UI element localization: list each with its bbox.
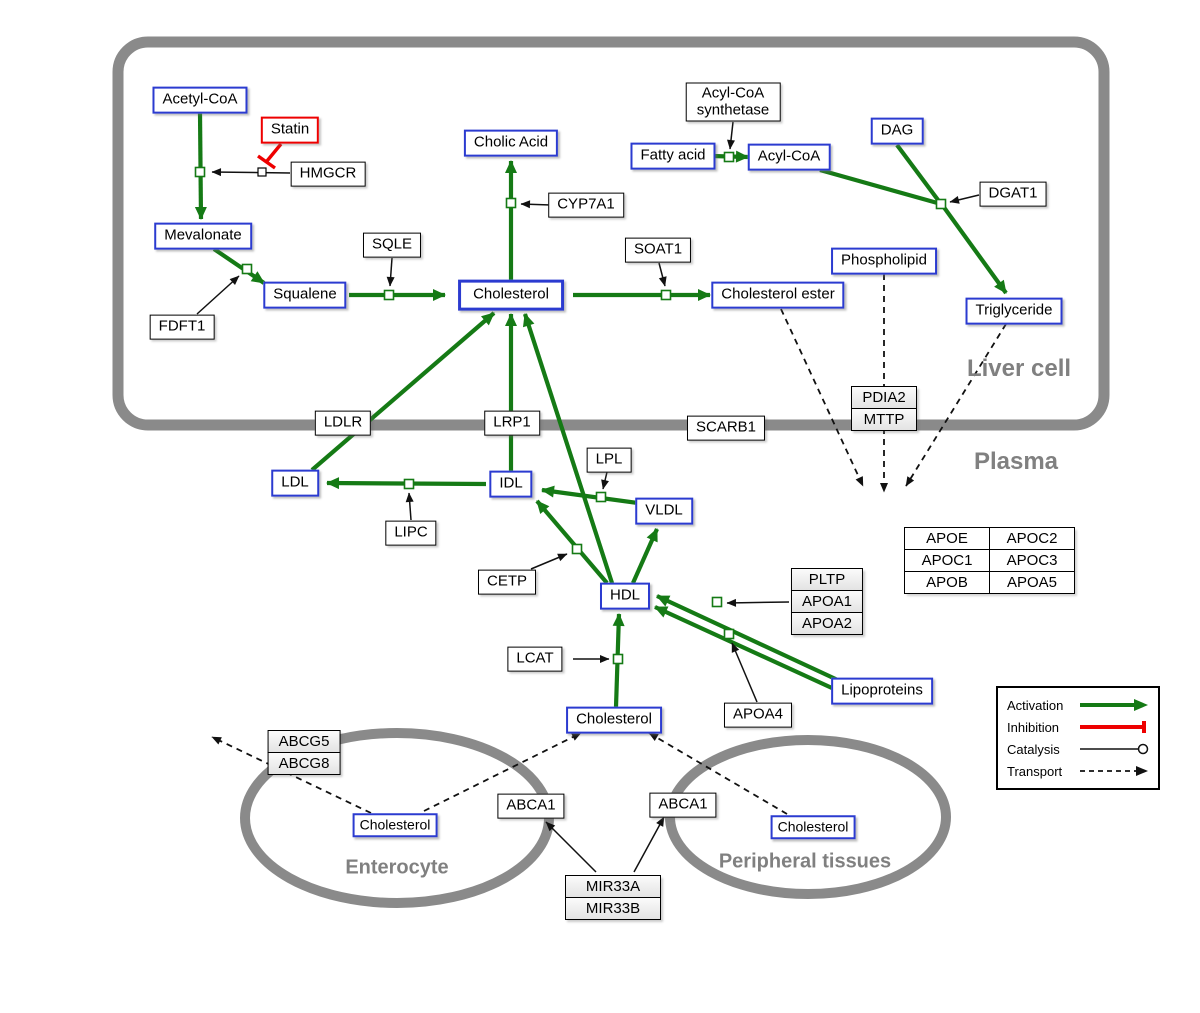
node-pltp[interactable]: PLTP [790,568,864,591]
node-apoa5[interactable]: APOA5 [989,571,1075,594]
node-cholesterol-peripheral[interactable]: Cholesterol [770,815,856,839]
node-scarb1[interactable]: SCARB1 [686,415,766,441]
node-apoa2[interactable]: APOA2 [790,612,864,635]
inhibition-tbar-icon [1080,721,1146,733]
node-abca1-peripheral[interactable]: ABCA1 [649,792,717,818]
node-statin[interactable]: Statin [260,116,320,144]
enterocyte-label: Enterocyte [345,856,449,879]
catalysis-circle-icon [1080,743,1149,755]
node-dgat1[interactable]: DGAT1 [979,181,1047,207]
node-idl[interactable]: IDL [489,470,533,498]
node-mir33b[interactable]: MIR33B [565,897,661,920]
legend-row-transport: Transport [1007,761,1150,781]
node-abca1-enterocyte[interactable]: ABCA1 [497,793,565,819]
node-fdft1[interactable]: FDFT1 [149,314,215,340]
node-lpl[interactable]: LPL [586,447,632,473]
node-phospholipid[interactable]: Phospholipid [831,247,937,275]
node-lcat[interactable]: LCAT [507,646,563,672]
acyl-coa-synthetase-line1: Acyl-CoA [701,84,765,102]
legend-activation-label: Activation [1007,697,1064,713]
legend-inhibition-label: Inhibition [1007,719,1060,735]
legend: Activation Inhibition Catalysis Transpor… [996,686,1160,790]
node-lipoproteins[interactable]: Lipoproteins [831,677,933,705]
liver-cell-membrane [112,36,1110,431]
reaction-anchors [194,151,947,665]
node-group-abcg5-abcg8: ABCG5 ABCG8 [267,730,341,775]
peripheral-tissues-label: Peripheral tissues [718,850,892,873]
node-apoc3[interactable]: APOC3 [989,549,1075,572]
node-cholic-acid[interactable]: Cholic Acid [463,129,559,157]
legend-row-activation: Activation [1007,695,1150,715]
node-cholesterol-ester[interactable]: Cholesterol ester [711,281,845,309]
node-ldlr[interactable]: LDLR [314,410,372,436]
catalysis-edges [196,121,980,873]
transport-edges [211,274,1007,815]
node-cholesterol-liver[interactable]: Cholesterol [458,279,564,311]
node-abcg8[interactable]: ABCG8 [267,752,341,775]
plasma-label: Plasma [973,448,1059,475]
legend-catalysis-label: Catalysis [1007,741,1060,757]
node-cyp7a1[interactable]: CYP7A1 [548,192,624,218]
node-ldl[interactable]: LDL [271,469,319,497]
acyl-coa-synthetase-line2: synthetase [696,101,770,118]
node-group-pdia2-mttp: PDIA2 MTTP [851,386,917,431]
node-mevalonate[interactable]: Mevalonate [154,222,252,250]
inhibition-edge [257,142,283,170]
node-apob[interactable]: APOB [904,571,990,594]
legend-row-inhibition: Inhibition [1007,717,1150,737]
node-acyl-coa-synthetase[interactable]: Acyl-CoA synthetase [685,82,781,122]
node-squalene[interactable]: Squalene [263,281,347,309]
node-mttp[interactable]: MTTP [851,408,917,431]
node-hdl[interactable]: HDL [599,582,651,610]
node-apoe[interactable]: APOE [904,527,990,550]
node-abcg5[interactable]: ABCG5 [267,730,341,753]
legend-transport-label: Transport [1007,763,1063,779]
node-apoa4[interactable]: APOA4 [723,702,793,728]
node-acyl-coa[interactable]: Acyl-CoA [747,143,831,171]
node-lipc[interactable]: LIPC [385,520,437,546]
node-hmgcr[interactable]: HMGCR [290,161,366,187]
node-sqle[interactable]: SQLE [362,232,422,258]
node-acetyl-coa[interactable]: Acetyl-CoA [152,86,248,114]
node-cholesterol-enterocyte[interactable]: Cholesterol [352,813,438,837]
legend-row-catalysis: Catalysis [1007,739,1150,759]
node-apoa1[interactable]: APOA1 [790,590,864,613]
node-cholesterol-plasma[interactable]: Cholesterol [566,706,662,734]
node-pdia2[interactable]: PDIA2 [851,386,917,409]
node-soat1[interactable]: SOAT1 [624,237,692,263]
apolipoprotein-table: APOE APOC2 APOC1 APOC3 APOB APOA5 [904,527,1075,594]
node-cetp[interactable]: CETP [477,569,537,595]
node-group-pltp-apoa1-apoa2: PLTP APOA1 APOA2 [790,568,864,635]
node-mir33a[interactable]: MIR33A [565,875,661,898]
transport-dashed-arrow-icon [1080,766,1148,776]
node-triglyceride[interactable]: Triglyceride [965,297,1063,325]
node-vldl[interactable]: VLDL [635,497,693,525]
node-apoc2[interactable]: APOC2 [989,527,1075,550]
node-apoc1[interactable]: APOC1 [904,549,990,572]
node-dag[interactable]: DAG [870,117,924,145]
liver-cell-label: Liver cell [966,355,1072,382]
activation-edges [194,112,1008,708]
node-group-mir33: MIR33A MIR33B [565,875,661,920]
node-fatty-acid[interactable]: Fatty acid [630,142,716,170]
node-lrp1[interactable]: LRP1 [484,410,540,436]
activation-arrow-icon [1080,699,1148,711]
catalysis-node-square [257,167,267,177]
